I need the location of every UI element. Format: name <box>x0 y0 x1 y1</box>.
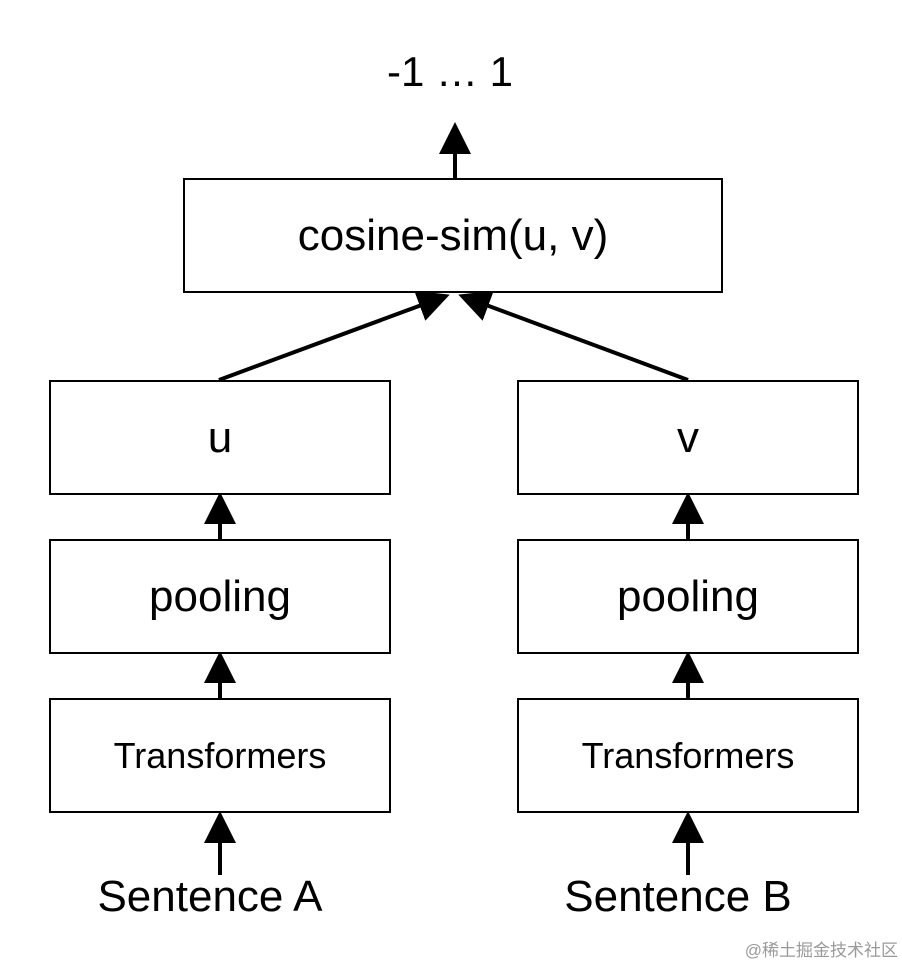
transformers-box-left: Transformers <box>49 698 391 813</box>
pooling-box-right: pooling <box>517 539 859 654</box>
transformers-label-left: Transformers <box>113 734 327 776</box>
cosine-similarity-box: cosine-sim(u, v) <box>183 178 723 293</box>
transformers-label-right: Transformers <box>581 734 795 776</box>
arrow-u-to-cosine <box>218 290 450 382</box>
arrow-v-to-cosine <box>458 290 689 382</box>
transformers-box-right: Transformers <box>517 698 859 813</box>
watermark-text: @稀土掘金技术社区 <box>744 941 898 960</box>
sentence-b-label: Sentence B <box>564 872 792 921</box>
embedding-u-box: u <box>49 380 391 495</box>
pooling-box-left: pooling <box>49 539 391 654</box>
pooling-label-right: pooling <box>617 571 759 621</box>
output-range-label: -1 … 1 <box>386 48 514 95</box>
embedding-v-box: v <box>517 380 859 495</box>
pooling-label-left: pooling <box>149 571 291 621</box>
cosine-similarity-label: cosine-sim(u, v) <box>297 210 609 260</box>
sentence-a-label: Sentence A <box>97 872 323 921</box>
embedding-u-label: u <box>207 412 233 462</box>
embedding-v-label: v <box>677 412 699 462</box>
